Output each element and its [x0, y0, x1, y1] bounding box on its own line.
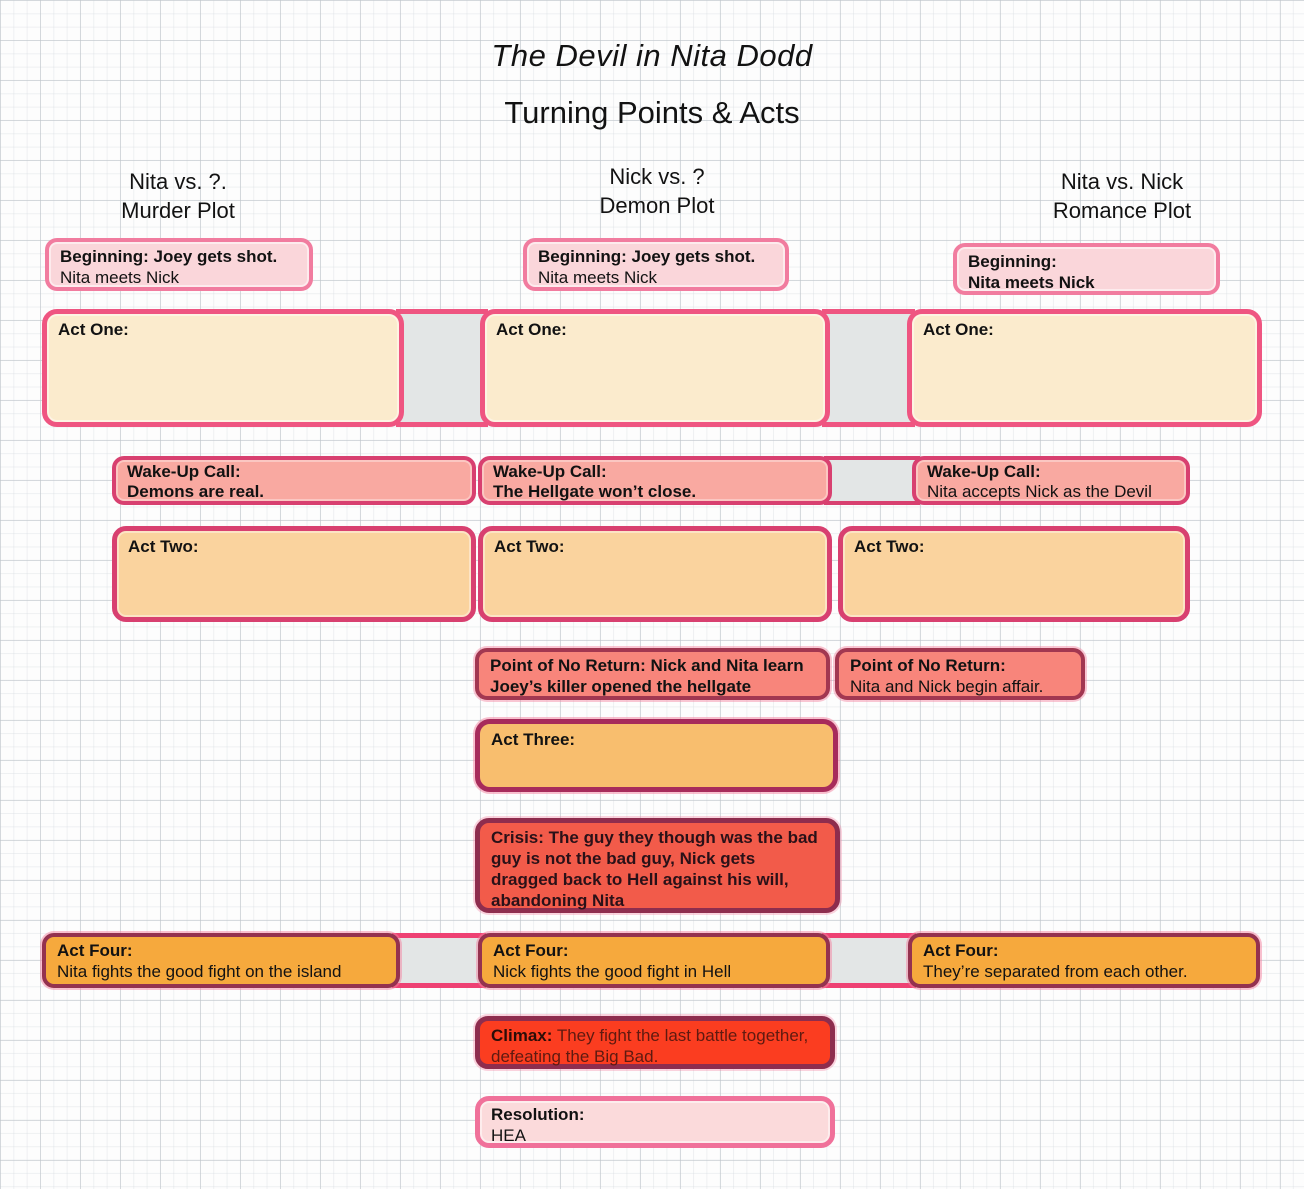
box-detail: Nita meets Nick [968, 273, 1095, 292]
box-act-four-murder: Act Four: Nita fights the good fight on … [42, 933, 400, 988]
box-label: Beginning: Joey gets shot. [60, 247, 278, 266]
box-wake-up-demon: Wake-Up Call: The Hellgate won’t close. [478, 456, 832, 505]
box-label: Act One: [923, 320, 994, 339]
box-label: Point of No Return: [850, 656, 1006, 675]
box-label: Point of No Return: [490, 656, 646, 675]
box-act-two-romance: Act Two: [838, 526, 1190, 622]
column-header-line2: Murder Plot [121, 198, 235, 223]
box-label: Beginning: Joey gets shot. [538, 247, 756, 266]
column-header-line1: Nick vs. ? [609, 164, 705, 189]
box-label: Act Four: [923, 941, 999, 960]
box-label: Wake-Up Call: [493, 462, 607, 481]
box-detail: Nita meets Nick [538, 268, 658, 287]
box-crisis-demon: Crisis: The guy they though was the bad … [475, 818, 840, 913]
box-detail: The guy they though was the bad guy is n… [491, 828, 818, 910]
box-beginning-demon: Beginning: Joey gets shot. Nita meets Ni… [523, 238, 789, 291]
box-label: Act Two: [128, 537, 199, 556]
box-label: Act Four: [493, 941, 569, 960]
box-label: Crisis: [491, 828, 549, 847]
box-detail: Nick fights the good fight in Hell [493, 962, 732, 981]
box-act-one-romance: Act One: [907, 309, 1262, 427]
box-act-four-demon: Act Four: Nick fights the good fight in … [478, 933, 830, 988]
diagram-title: The Devil in Nita Dodd [491, 38, 813, 73]
column-header-line2: Romance Plot [1052, 198, 1192, 223]
box-label: Wake-Up Call: [127, 462, 241, 481]
box-detail: Nita and Nick begin affair. [850, 677, 1044, 696]
box-beginning-romance: Beginning: Nita meets Nick [953, 243, 1220, 295]
box-point-of-no-return-demon: Point of No Return: Nick and Nita learn … [475, 648, 830, 700]
box-act-two-murder: Act Two: [112, 526, 476, 622]
box-act-three-demon: Act Three: [475, 719, 838, 792]
column-header-line2: Demon Plot [599, 193, 715, 218]
box-wake-up-romance: Wake-Up Call: Nita accepts Nick as the D… [912, 456, 1190, 505]
connector-wake-up [824, 456, 920, 505]
box-label: Wake-Up Call: [927, 462, 1041, 481]
box-label: Act Three: [491, 730, 576, 749]
column-header-line1: Nita vs. Nick [1060, 169, 1184, 194]
connector-act-four-1 [392, 933, 486, 988]
box-label: Act Two: [494, 537, 565, 556]
box-detail: Demons are real. [127, 482, 265, 501]
box-detail: The Hellgate won’t close. [493, 482, 697, 501]
box-label: Act One: [58, 320, 129, 339]
box-detail: They’re separated from each other. [923, 962, 1188, 981]
box-act-two-demon: Act Two: [478, 526, 832, 622]
column-header-murder-plot: Nita vs. ?. Murder Plot [58, 167, 298, 225]
diagram-subtitle: Turning Points & Acts [504, 95, 800, 130]
box-detail: Nick and Nita learn Joey’s killer opened… [490, 656, 804, 696]
box-act-one-murder: Act One: [42, 309, 404, 427]
box-act-one-demon: Act One: [480, 309, 830, 427]
column-header-demon-plot: Nick vs. ? Demon Plot [537, 162, 777, 220]
box-detail: Nita meets Nick [60, 268, 180, 287]
box-label: Resolution: [491, 1105, 585, 1124]
box-detail: They fight the last battle together, def… [491, 1026, 809, 1066]
box-detail: Nita fights the good fight on the island [57, 962, 342, 981]
box-act-four-romance: Act Four: They’re separated from each ot… [908, 933, 1260, 988]
connector-act-four-2 [822, 933, 916, 988]
column-header-romance-plot: Nita vs. Nick Romance Plot [1002, 167, 1242, 225]
box-label: Climax: [491, 1026, 553, 1045]
connector-act-one-1 [396, 309, 488, 427]
box-detail: Nita accepts Nick as the Devil [927, 482, 1152, 501]
column-header-line1: Nita vs. ?. [129, 169, 227, 194]
box-beginning-murder: Beginning: Joey gets shot. Nita meets Ni… [45, 238, 313, 291]
box-point-of-no-return-romance: Point of No Return: Nita and Nick begin … [835, 648, 1085, 700]
box-label: Act Four: [57, 941, 133, 960]
box-detail: HEA [491, 1126, 526, 1145]
box-climax-demon: Climax: They fight the last battle toget… [475, 1016, 835, 1069]
box-wake-up-murder: Wake-Up Call: Demons are real. [112, 456, 476, 505]
box-label: Act Two: [854, 537, 925, 556]
box-label: Beginning: [968, 252, 1057, 271]
connector-act-one-2 [822, 309, 915, 427]
box-label: Act One: [496, 320, 567, 339]
box-resolution-demon: Resolution: HEA [475, 1096, 835, 1148]
